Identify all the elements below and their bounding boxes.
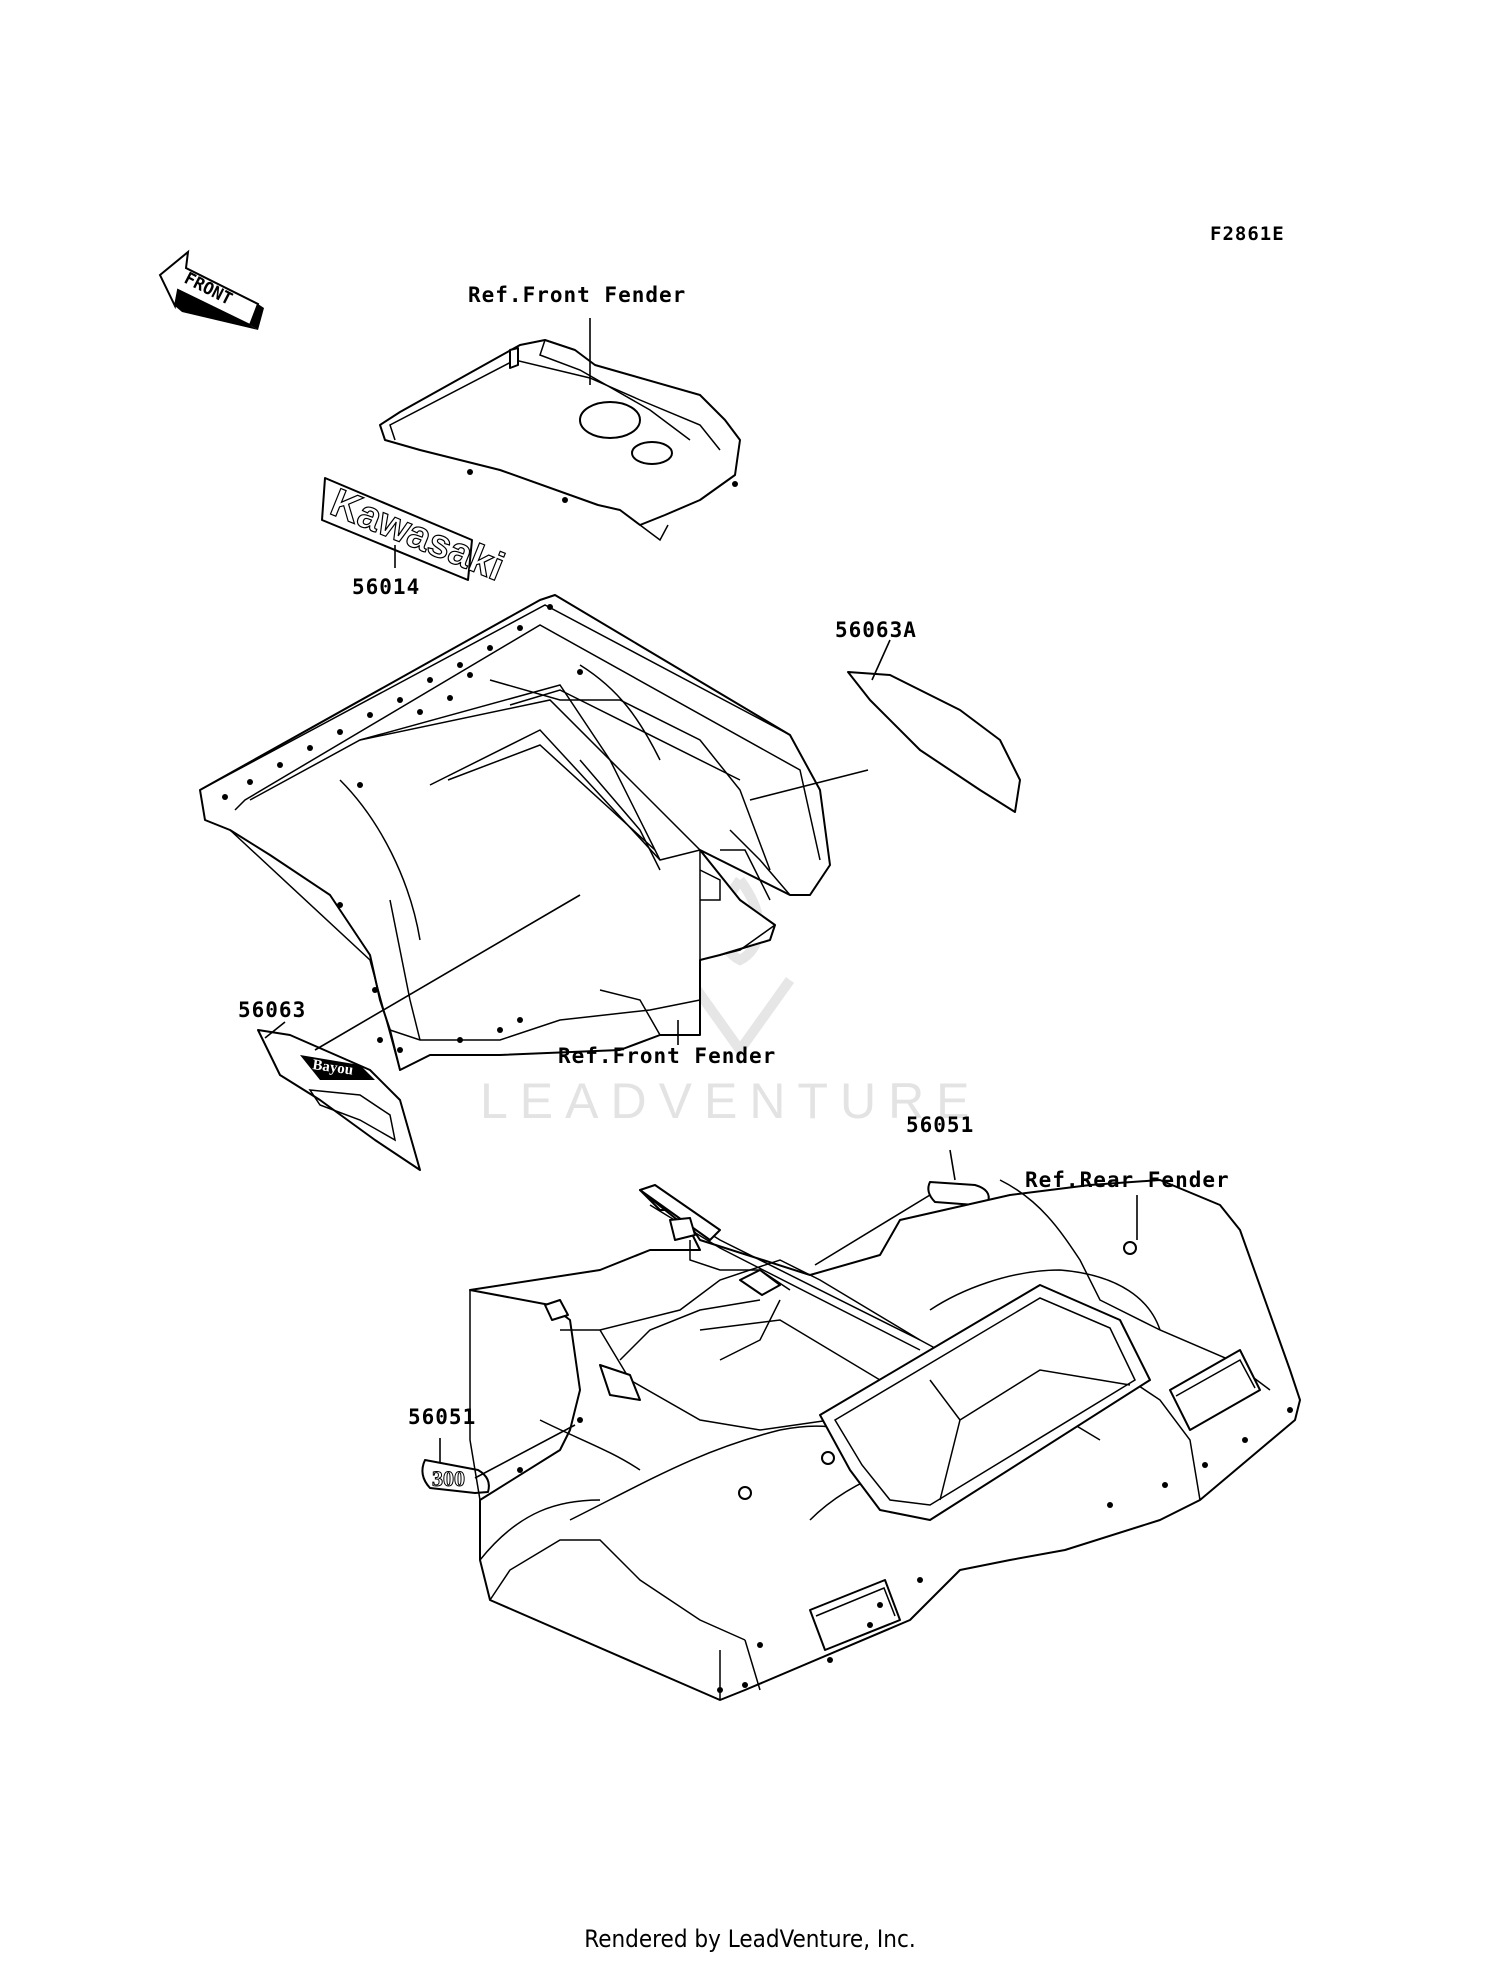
- front-direction-arrow-icon: FRONT: [158, 249, 264, 330]
- leader-lines: [264, 318, 1138, 1479]
- footer-credit: Rendered by LeadVenture, Inc.: [584, 1925, 916, 1953]
- 300-badge-decal-56051: 300: [421, 1459, 490, 1494]
- ref-front-fender-bottom-label: Ref.Front Fender: [558, 1044, 777, 1068]
- bayou-decal-56063: Bayou: [257, 1029, 421, 1171]
- kawasaki-decal-56014: Kawasaki: [321, 477, 511, 590]
- figure-code-label: F2861E: [1210, 223, 1285, 245]
- 300-badge-text: 300: [432, 1466, 465, 1491]
- part-number-56063: 56063: [238, 998, 307, 1022]
- ref-rear-fender-label: Ref.Rear Fender: [1025, 1168, 1230, 1192]
- part-number-56014: 56014: [352, 575, 421, 599]
- bayou-decal-text: Bayou: [311, 1057, 354, 1079]
- front-fender-main-part: [199, 594, 831, 1071]
- kawasaki-decal-text: Kawasaki: [325, 481, 511, 590]
- part-number-56051-lower: 56051: [408, 1405, 477, 1429]
- part-number-56063A: 56063A: [835, 618, 917, 642]
- front-fender-top-part: [379, 339, 741, 542]
- part-number-56051-upper: 56051: [906, 1113, 975, 1137]
- side-decal-56063A: [847, 671, 1021, 813]
- rear-fender-part: [469, 1179, 1301, 1701]
- ref-front-fender-top-label: Ref.Front Fender: [468, 283, 687, 307]
- watermark: LEADVENTURE: [480, 1073, 982, 1129]
